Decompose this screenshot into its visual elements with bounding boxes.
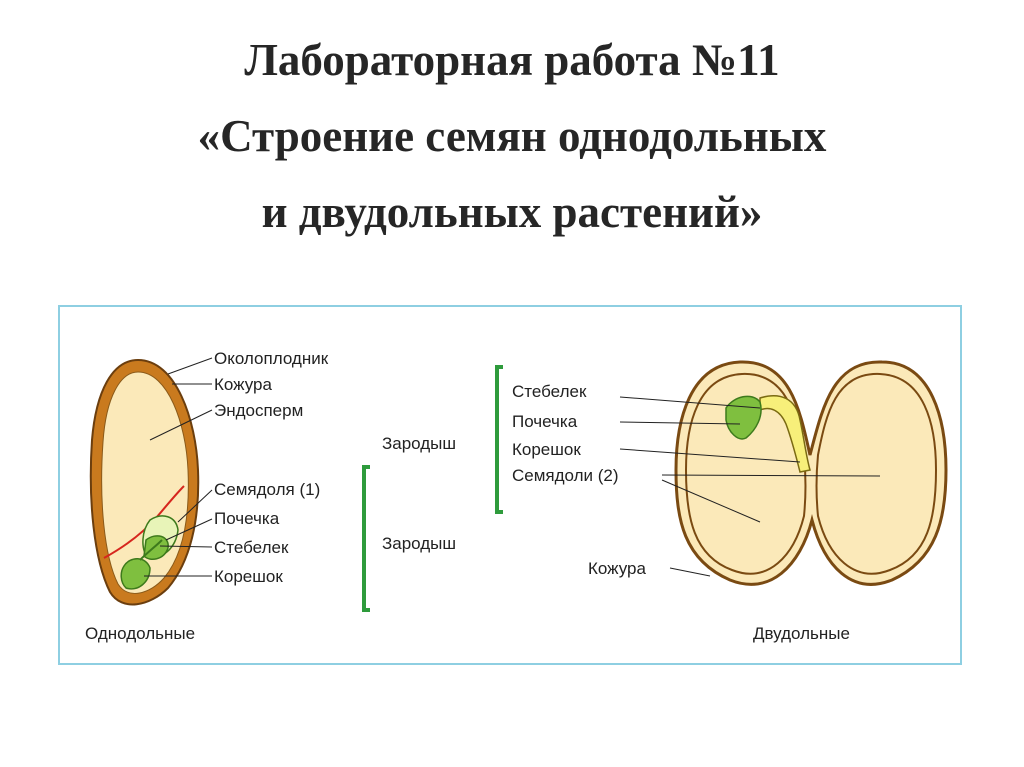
title-line-1: Лабораторная работа №11 bbox=[244, 35, 780, 85]
monocot-seed bbox=[89, 358, 200, 606]
monocot-leaders bbox=[144, 357, 213, 577]
dicot-stem bbox=[759, 395, 811, 473]
monocot-stem bbox=[139, 539, 163, 561]
title-line-3: и двудольных растений» bbox=[261, 187, 763, 237]
monocot-embryo-bracket bbox=[362, 465, 370, 612]
monocot-root bbox=[120, 558, 151, 590]
monocot-label-endosperm: Эндосперм bbox=[214, 401, 303, 420]
monocot-embryo-label: Зародыш bbox=[382, 534, 456, 553]
dicot-label-coat: Кожура bbox=[588, 559, 646, 578]
monocot-label-pericarp: Околоплодник bbox=[214, 349, 329, 368]
monocot-label-root: Корешок bbox=[214, 567, 283, 586]
dicot-seed bbox=[674, 360, 948, 586]
page-title: Лабораторная работа №11 «Строение семян … bbox=[0, 22, 1024, 250]
monocot-label-bud: Почечка bbox=[214, 509, 280, 528]
dicot-cotyledon-right bbox=[815, 372, 938, 575]
dicot-label-bud: Почечка bbox=[512, 412, 578, 431]
dicot-caption: Двудольные bbox=[753, 624, 850, 643]
monocot-caption: Однодольные bbox=[85, 624, 195, 643]
dicot-label-stem: Стебелек bbox=[512, 382, 587, 401]
dicot-label-cotyledons: Семядоли (2) bbox=[512, 466, 619, 485]
monocot-label-cotyledon: Семядоля (1) bbox=[214, 480, 320, 499]
dicot-label-root: Корешок bbox=[512, 440, 581, 459]
dicot-embryo-bracket bbox=[495, 365, 503, 514]
monocot-label-stem: Стебелек bbox=[214, 538, 289, 557]
monocot-label-coat: Кожура bbox=[214, 375, 272, 394]
monocot-bud bbox=[143, 535, 169, 561]
title-line-2: «Строение семян однодольных bbox=[197, 111, 827, 161]
dicot-embryo-label: Зародыш bbox=[382, 434, 456, 453]
dicot-leaders bbox=[619, 396, 881, 577]
